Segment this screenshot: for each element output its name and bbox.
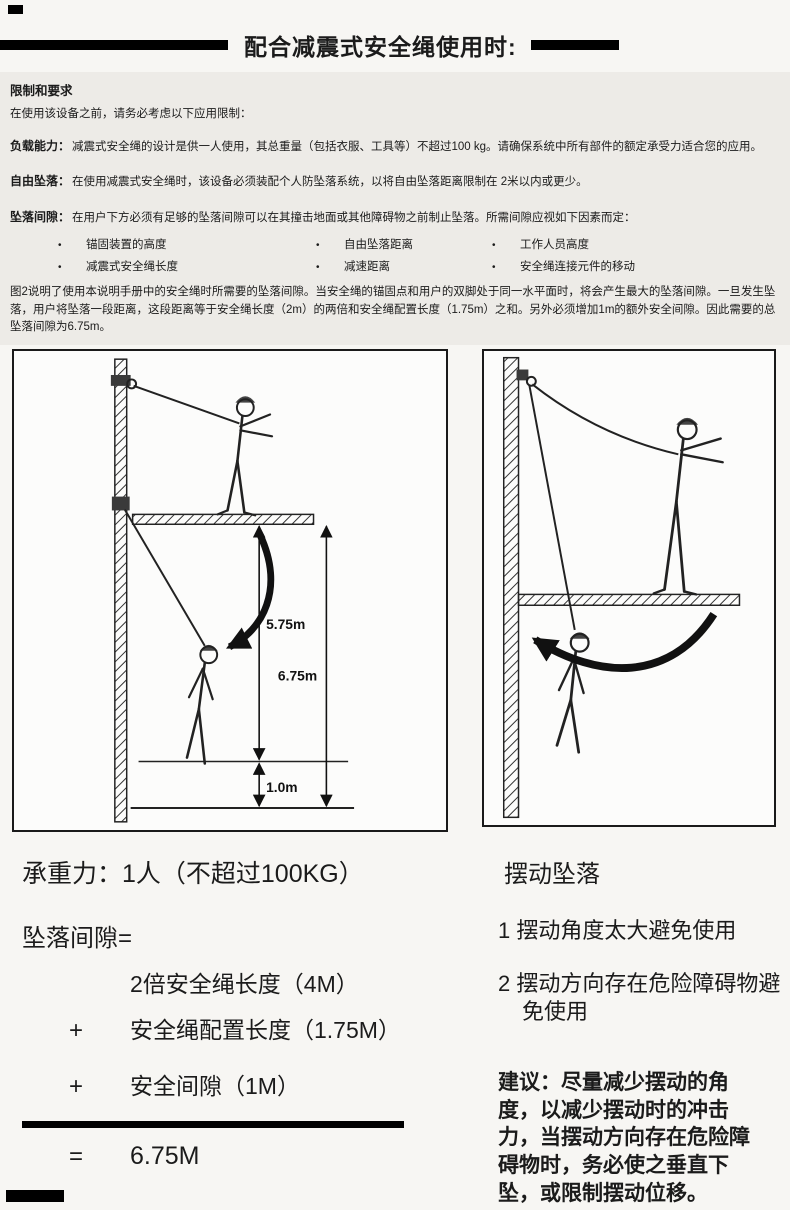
top-anchor-device <box>110 375 131 387</box>
swing-fall-diagram <box>502 357 741 819</box>
fall-clearance-text: 在用户下方必须有足够的坠落间隙可以在其撞击地面或其他障碍物之前制止坠落。所需间隙… <box>72 211 636 224</box>
factor-item: 工作人员高度 <box>520 238 589 251</box>
swing-fall-heading: 摆动坠落 <box>504 861 600 889</box>
fallen-worker <box>185 645 219 765</box>
calc-value: 安全间隙（1M） <box>130 1073 300 1100</box>
list-item: • 减速距离 <box>316 258 492 274</box>
swing-fall-figure <box>482 349 776 828</box>
swing-path-arrow <box>531 612 718 673</box>
list-item: • 锚固装置的高度 <box>58 236 316 252</box>
title-rule-left <box>0 40 228 50</box>
page-title: 配合减震式安全绳使用时: <box>244 34 517 60</box>
calc-value: 安全绳配置长度（1.75M） <box>130 1017 401 1044</box>
load-capacity-text: 减震式安全绳的设计是供一人使用，其总重量（包括衣服、工具等）不超过100 kg。… <box>72 141 763 153</box>
bullet-icon: • <box>492 261 496 273</box>
swing-fall-column: 摆动坠落 1 摆动角度太大避免使用 2 摆动方向存在危险障碍物避免使用 建议：尽… <box>498 854 790 1210</box>
bullet-icon: • <box>58 239 62 251</box>
lower-anchor-device <box>111 496 130 511</box>
scan-mark-top <box>8 5 23 14</box>
calc-row-config-length: + 安全绳配置长度（1.75M） <box>22 1011 498 1045</box>
title-rule-right <box>530 40 619 50</box>
work-platform <box>517 593 741 607</box>
lanyard-rope <box>133 385 240 425</box>
fall-path-arrow <box>225 533 275 651</box>
page-header: 配合减震式安全绳使用时: <box>0 0 790 62</box>
factor-item: 自由坠落距离 <box>344 238 413 251</box>
fall-clearance-figure: 5.75m 6.75m 1.0m <box>12 349 448 833</box>
fall-clearance-paragraph: 坠落间隙：在用户下方必须有足够的坠落间隙可以在其撞击地面或其他障碍物之前制止坠落… <box>10 208 778 227</box>
figure-note: 图2说明了使用本说明手册中的安全绳时所需要的坠落间隙。当安全绳的锚固点和用户的双… <box>10 285 776 334</box>
factor-item: 锚固装置的高度 <box>86 238 167 251</box>
clearance-factors-list: • 锚固装置的高度 • 自由坠落距离 • 工作人员高度 • 减震式安全绳长度 • 减速距离… <box>58 236 778 274</box>
bullet-icon: • <box>492 239 496 251</box>
restrictions-heading: 限制和要求 <box>10 84 73 98</box>
load-capacity-paragraph: 负载能力：减震式安全绳的设计是供一人使用，其总重量（包括衣服、工具等）不超过10… <box>10 137 778 156</box>
list-item: • 安全绳连接元件的移动 <box>492 258 778 274</box>
anchor-ring-icon <box>126 378 138 390</box>
anchor-ring-icon <box>525 376 537 387</box>
list-item: • 工作人员高度 <box>492 236 778 252</box>
clearance-equation-label: 坠落间隙= <box>22 925 133 953</box>
dim-label-1-0: 1.0m <box>266 779 298 795</box>
list-item: • 减震式安全绳长度 <box>58 258 316 274</box>
sum-rule <box>22 1121 404 1129</box>
anchor-rail <box>114 358 128 823</box>
factor-item: 减震式安全绳长度 <box>86 260 178 273</box>
swing-rule-2: 2 摆动方向存在危险障碍物避免使用 <box>498 970 781 1025</box>
anchor-wall <box>502 357 520 819</box>
swing-rule-1: 1 摆动角度太大避免使用 <box>498 918 737 944</box>
factor-item: 安全绳连接元件的移动 <box>520 260 635 273</box>
work-platform <box>131 513 315 526</box>
load-capacity-label: 负载能力： <box>10 139 71 153</box>
restrictions-section: 限制和要求 在使用该设备之前，请务必考虑以下应用限制： 负载能力：减震式安全绳的… <box>0 72 790 346</box>
swing-advice: 建议：尽量减少摆动的角度，以减少摆动时的冲击力，当摆动方向存在危险障碍物时，务必… <box>498 1070 750 1205</box>
hard-hat-icon <box>569 632 590 639</box>
lanyard-rope <box>531 383 679 456</box>
dim-label-6-75: 6.75m <box>278 668 317 684</box>
restrictions-intro: 在使用该设备之前，请务必考虑以下应用限制： <box>10 108 252 120</box>
free-fall-text: 在使用减震式安全绳时，该设备必须装配个人防坠落系统，以将自由坠落距离限制在 2米… <box>72 176 588 189</box>
standing-worker <box>652 418 724 596</box>
equals-operator: = <box>68 1143 83 1171</box>
capacity-line: 承重力：1人（不超过100KG） <box>22 860 364 889</box>
figures-row: 5.75m 6.75m 1.0m <box>0 345 790 833</box>
hard-hat-icon <box>199 645 218 651</box>
factor-item: 减速距离 <box>344 260 390 273</box>
calc-row-total: = 6.75M <box>22 1142 498 1171</box>
dim-label-5-75: 5.75m <box>266 616 305 632</box>
plus-operator: + <box>68 1073 83 1101</box>
standing-worker <box>216 396 274 517</box>
extended-lanyard-rope <box>123 509 206 647</box>
top-anchor-device <box>516 369 529 381</box>
clearance-calculation-column: 承重力：1人（不超过100KG） 坠落间隙= 2倍安全绳长度（4M） + 安全绳… <box>0 854 498 1210</box>
free-fall-label: 自由坠落： <box>10 174 71 189</box>
list-item: • 自由坠落距离 <box>316 236 492 252</box>
swung-worker <box>555 632 590 754</box>
total-value: 6.75M <box>130 1142 200 1171</box>
fall-clearance-label: 坠落间隙： <box>10 209 71 224</box>
calc-value: 2倍安全绳长度（4M） <box>130 971 359 998</box>
fall-clearance-diagram: 5.75m 6.75m 1.0m <box>110 358 355 823</box>
summary-area: 承重力：1人（不超过100KG） 坠落间隙= 2倍安全绳长度（4M） + 安全绳… <box>0 854 790 1210</box>
scan-mark-bottom <box>6 1190 64 1202</box>
calc-row-rope-length: 2倍安全绳长度（4M） <box>22 965 498 999</box>
plus-operator: + <box>68 1017 83 1045</box>
bullet-icon: • <box>316 239 320 251</box>
bullet-icon: • <box>58 261 62 273</box>
free-fall-paragraph: 自由坠落：在使用减震式安全绳时，该设备必须装配个人防坠落系统，以将自由坠落距离限… <box>10 172 778 191</box>
calc-row-safety-margin: + 安全间隙（1M） <box>22 1067 498 1101</box>
swung-lanyard-rope <box>528 385 576 631</box>
bullet-icon: • <box>316 261 320 273</box>
